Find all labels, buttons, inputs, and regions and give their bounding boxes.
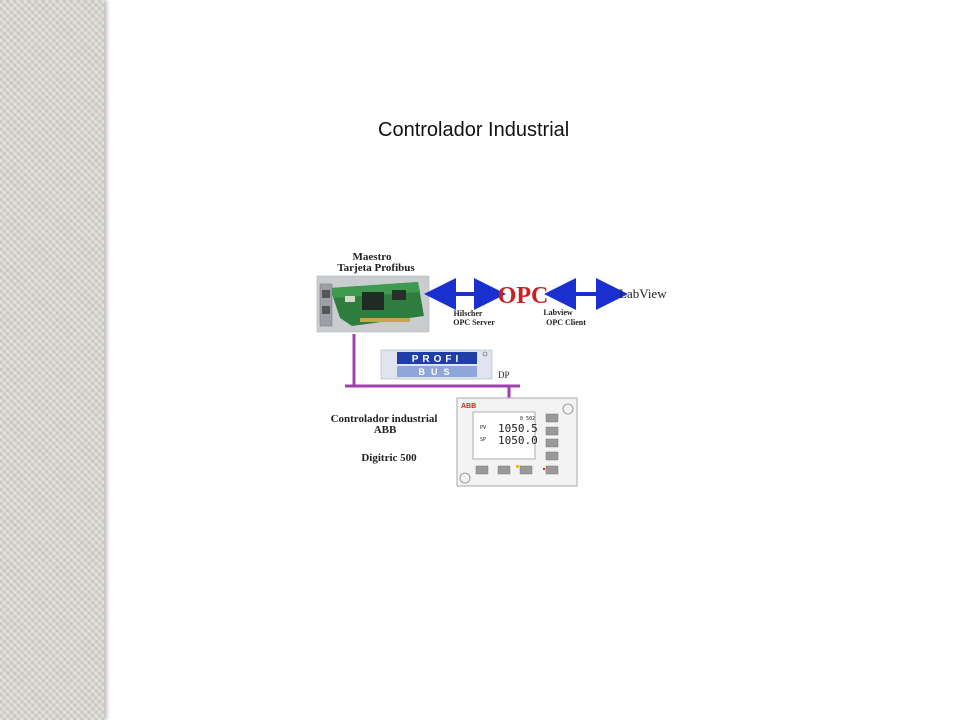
master-label-line2: Tarjeta Profibus [337,262,415,274]
profibus-logo: PROFI BUS [380,349,493,380]
profibus-card-image [316,275,430,333]
controller-label-line3: Digitric 500 [361,452,417,464]
controller-label-line2: ABB [374,424,397,436]
controller-device-image: ABB 0 502 PV 1050.5 SP 1050.0 [456,397,578,487]
client-label-line2: OPC Client [546,318,586,327]
decorative-side-band [0,0,104,720]
server-label-line1: Hilscher [454,309,483,318]
controller-label-line1: Controlador industrial [331,413,438,425]
device-pv-value: 1050.5 [498,422,538,435]
device-brand: ABB [461,403,476,410]
opc-label: OPC [498,283,549,309]
profibus-logo-top: PROFI [412,354,463,365]
client-label-line1: Labview [543,308,573,317]
device-sp-label: SP [480,437,486,443]
server-label-line2: OPC Server [453,318,495,327]
profibus-logo-bottom: BUS [418,367,455,377]
device-top-readout: 0 502 [520,416,535,422]
master-label-line1: Maestro [353,251,392,263]
device-sp-value: 1050.0 [498,434,538,447]
device-pv-label: PV [480,425,486,431]
labview-label: LabView [619,286,667,301]
slide-title: Controlador Industrial [378,119,570,141]
dp-label: DP [498,370,510,380]
